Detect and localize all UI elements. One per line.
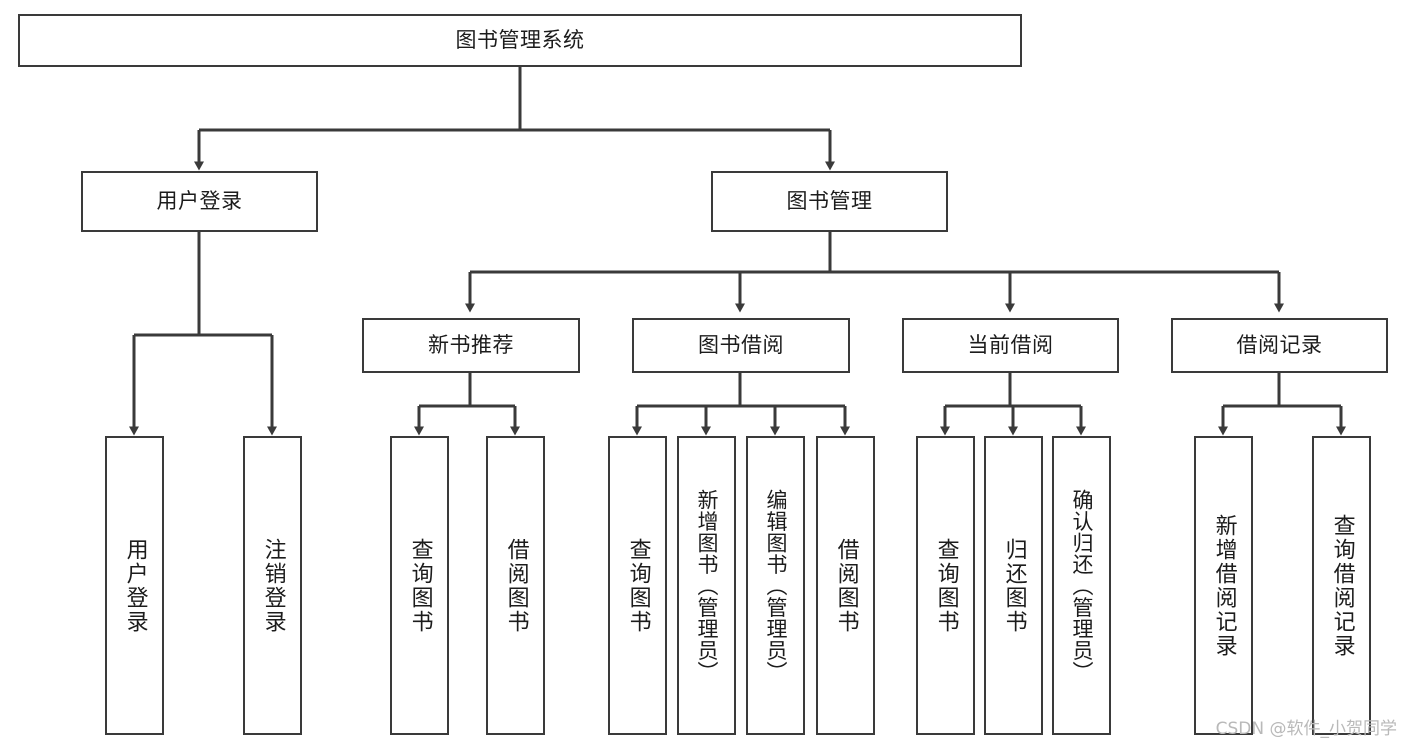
leaf-recommend-borrow-book[interactable]: 借阅图书 <box>486 436 545 735</box>
leaf-current-confirm-return-admin[interactable]: 确认归还（管理员） <box>1052 436 1111 735</box>
leaf-user-login-signout[interactable]: 注销登录 <box>243 436 302 735</box>
leaf-record-add-record[interactable]: 新增借阅记录 <box>1194 436 1253 735</box>
leaf-user-login-signin[interactable]: 用户登录 <box>105 436 164 735</box>
node-current-borrow[interactable]: 当前借阅 <box>902 318 1119 373</box>
leaf-current-query-book[interactable]: 查询图书 <box>916 436 975 735</box>
leaf-current-return-book[interactable]: 归还图书 <box>984 436 1043 735</box>
leaf-borrow-add-book-admin[interactable]: 新增图书（管理员） <box>677 436 736 735</box>
leaf-recommend-query-book[interactable]: 查询图书 <box>390 436 449 735</box>
node-book-borrow[interactable]: 图书借阅 <box>632 318 850 373</box>
node-book-management[interactable]: 图书管理 <box>711 171 948 232</box>
node-user-login[interactable]: 用户登录 <box>81 171 318 232</box>
node-borrow-record[interactable]: 借阅记录 <box>1171 318 1388 373</box>
leaf-borrow-edit-book-admin[interactable]: 编辑图书（管理员） <box>746 436 805 735</box>
leaf-record-query-record[interactable]: 查询借阅记录 <box>1312 436 1371 735</box>
leaf-borrow-borrow-book[interactable]: 借阅图书 <box>816 436 875 735</box>
leaf-borrow-query-book[interactable]: 查询图书 <box>608 436 667 735</box>
csdn-watermark: CSDN @软件_小贺同学 <box>1215 719 1397 739</box>
node-new-book-recommend[interactable]: 新书推荐 <box>362 318 580 373</box>
node-root-book-management-system[interactable]: 图书管理系统 <box>18 14 1022 67</box>
